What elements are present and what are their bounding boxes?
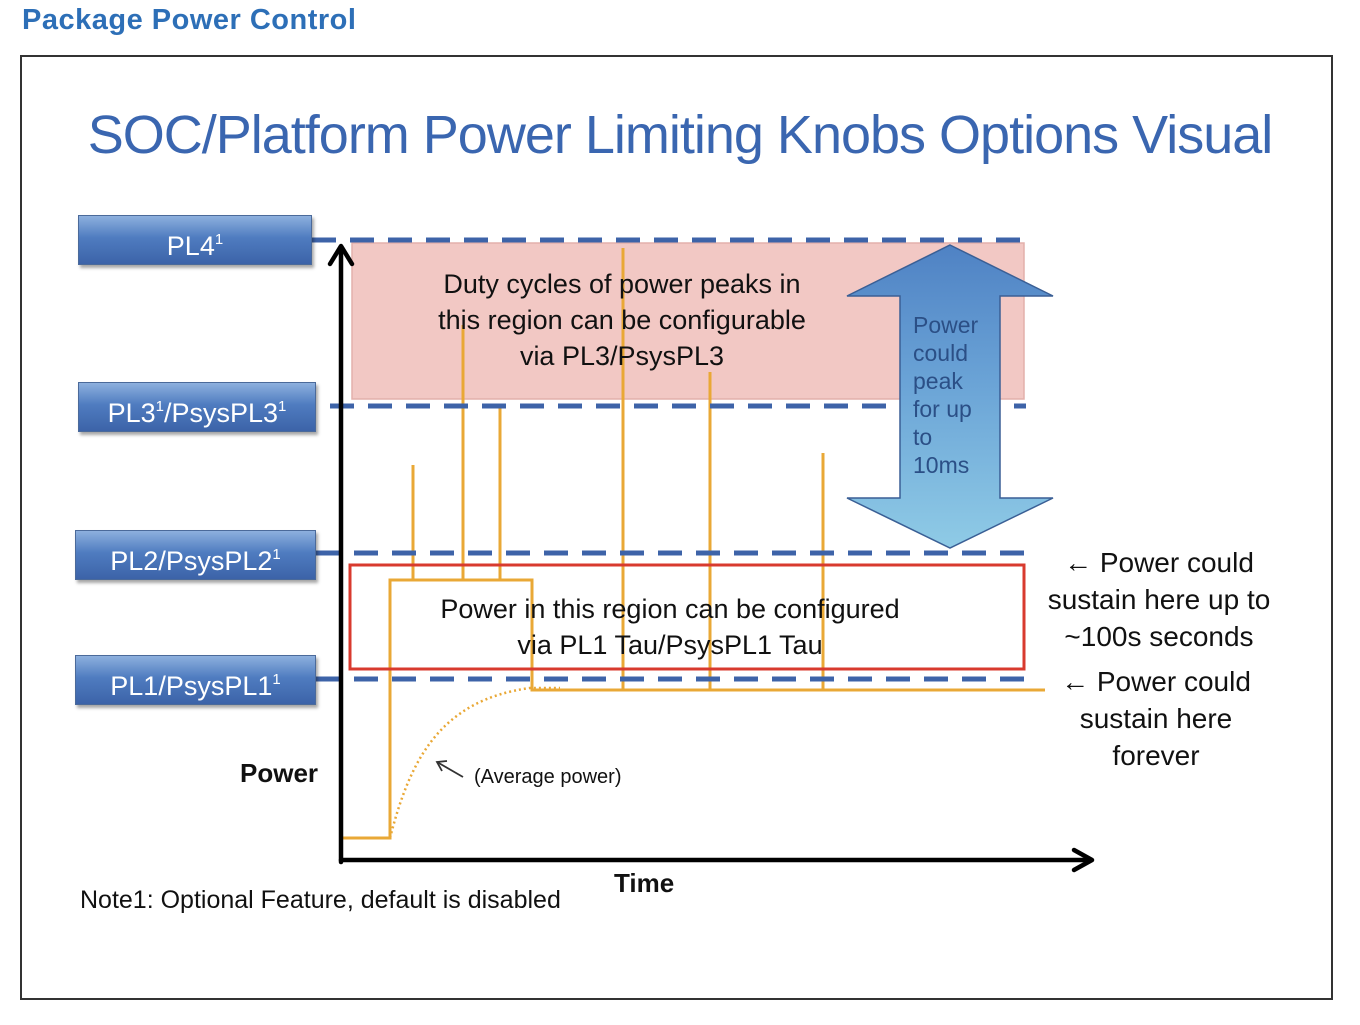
- average-power-curve: [388, 686, 560, 839]
- peak-double-arrow: [846, 244, 1054, 549]
- peak-arrow-line-3: peak: [913, 368, 963, 394]
- pl1-side-note-line-1: ← Power could: [1061, 666, 1251, 697]
- pl2-label: PL2/PsysPL21: [75, 530, 316, 580]
- lower-region-text: Power in this region can be configured v…: [400, 591, 940, 663]
- pl3-footnote-mark: 1: [155, 398, 164, 415]
- average-power-pointer: [435, 760, 464, 778]
- pl4-footnote-mark: 1: [214, 231, 224, 248]
- x-axis-arrowhead: [1071, 847, 1095, 873]
- y-axis-arrowhead: [327, 243, 355, 267]
- pl4-label: PL41: [78, 215, 312, 265]
- pl2-label-text: PL2/PsysPL2: [110, 546, 273, 576]
- power-trace: [342, 578, 1045, 840]
- y-axis-label: Power: [240, 758, 319, 788]
- pl1-label: PL1/PsysPL11: [75, 655, 316, 705]
- upper-region-text: Duty cycles of power peaks in this regio…: [392, 266, 852, 374]
- pl2-side-note-line-2: sustain here up to: [1047, 584, 1271, 615]
- peak-arrow-text: Power could peak for up to 10ms: [913, 311, 978, 479]
- peak-arrow-line-1: Power: [913, 312, 979, 338]
- pl1-side-note: ← Power could sustain here forever: [1036, 663, 1276, 774]
- pl2-footnote-mark: 1: [272, 546, 281, 563]
- page-heading: Package Power Control: [22, 4, 357, 36]
- pl2-side-note-line-1: ← Power could: [1064, 547, 1254, 578]
- peak-arrow-line-5: to: [913, 424, 933, 450]
- pl1-side-note-line-2: sustain here: [1079, 703, 1233, 734]
- power-peaks: [411, 248, 825, 690]
- upper-region-line-2: this region can be configurable: [438, 305, 806, 335]
- x-axis-label: Time: [614, 868, 675, 898]
- pl4-label-text: PL4: [166, 231, 215, 261]
- average-power-label: (Average power): [474, 766, 622, 788]
- pl1-label-text: PL1/PsysPL1: [110, 671, 273, 701]
- footnote: Note1: Optional Feature, default is disa…: [80, 886, 561, 914]
- upper-region-line-3: via PL3/PsysPL3: [519, 341, 725, 371]
- pl1-side-note-line-3: forever: [1112, 740, 1200, 771]
- pl2-side-note-line-3: ~100s seconds: [1064, 621, 1254, 652]
- slide-title: SOC/Platform Power Limiting Knobs Option…: [87, 105, 1274, 165]
- lower-region-box: [348, 563, 1026, 671]
- pl3-label: PL31/PsysPL31: [78, 382, 316, 432]
- peak-arrow-line-4: for up: [913, 396, 972, 422]
- pl2-side-note: ← Power could sustain here up to ~100s s…: [1036, 544, 1282, 655]
- lower-region-line-2: via PL1 Tau/PsysPL1 Tau: [517, 630, 823, 660]
- psyspl3-footnote-mark: 1: [278, 398, 287, 415]
- psyspl3-label-text: /PsysPL3: [163, 398, 279, 428]
- lower-region-line-1: Power in this region can be configured: [440, 594, 900, 624]
- peak-arrow-line-6: 10ms: [913, 452, 970, 478]
- pl3-label-text: PL3: [107, 398, 156, 428]
- upper-region-line-1: Duty cycles of power peaks in: [443, 269, 801, 299]
- peak-arrow-line-2: could: [913, 340, 968, 366]
- slide-frame: [20, 55, 1333, 1000]
- pl1-footnote-mark: 1: [272, 671, 281, 688]
